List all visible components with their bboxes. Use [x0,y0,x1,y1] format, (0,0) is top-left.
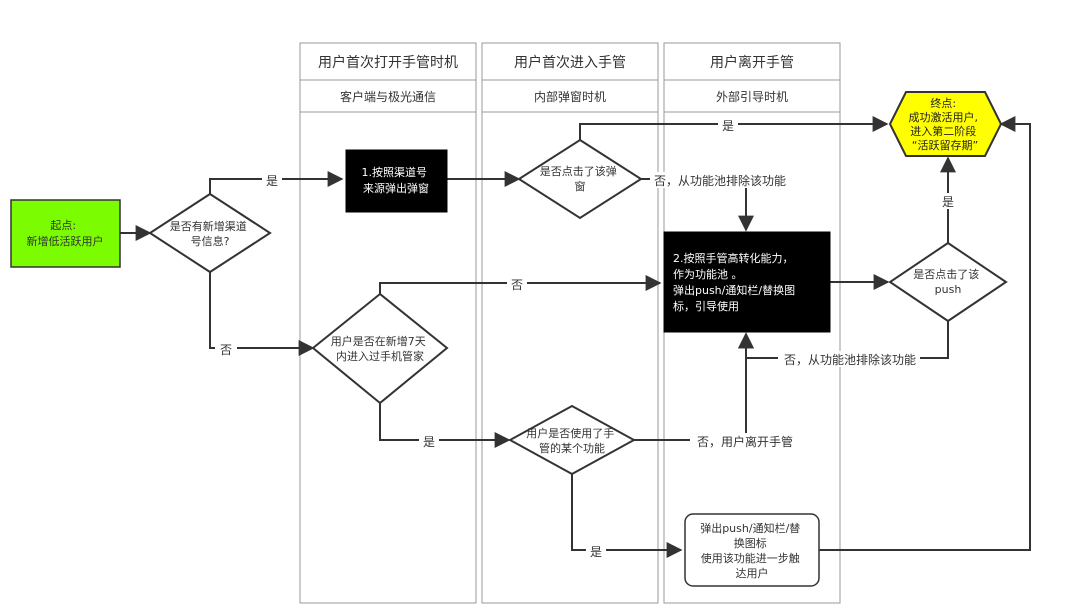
channel-popup-line-2: 来源弹出弹窗 [363,181,429,195]
label-yes-push: 是 [942,195,954,209]
edge-q1-yes [209,171,344,194]
label-yes-7days: 是 [423,435,435,449]
edge-q4-yes [379,403,511,448]
svg-text:用户是否使用了手 管的某个功能: 用户是否使用了手 管的某个功能 [526,426,618,455]
label-no-push: 否，从功能池排除该功能 [784,352,916,367]
end-line-3: 进入第二阶段 [910,124,976,138]
node-pool: 2.按照手管高转化能力， 作为功能池 。 弹出push/通知栏/替换图 标，引导… [663,231,831,333]
channel-popup-line-1: 1.按照渠道号 [362,165,428,179]
lane-2-title: 用户首次进入手管 [514,54,626,71]
label-no-leave: 否，用户离开手管 [697,434,793,449]
node-push-feature: 弹出push/通知栏/替 换图标 使用该功能进一步触 达用户 [684,513,820,587]
node-start: 起点: 新增低活跃用户 [10,199,121,268]
q-click-popup-line-1: 是否点击了该弹 [540,164,617,178]
end-line-4: “活跃留存期” [912,138,978,152]
svg-text:2.按照手管高转化能力， 作为功能池 。: 2.按照手管高转化能力， 作为功能池 。 弹出push/通知栏/替换图 标，引导… [673,251,799,313]
q-new-channel-line-1: 是否有新增渠道 [170,219,247,233]
q-used-feature-line-2: 管的某个功能 [539,441,605,455]
label-no-7days: 否 [220,343,232,357]
end-line-1: 终点: [930,96,956,110]
node-end: 终点: 成功激活用户, 进入第二阶段 “活跃留存期” [888,91,1003,157]
push-feature-line-3: 使用该功能进一步触 [701,551,800,565]
svg-text:是否点击了该 push: 是否点击了该 push [913,267,983,296]
label-yes-channel: 是 [266,174,278,188]
q-7days-line-1: 用户是否在新增7天 [331,334,426,348]
push-feature-line-2: 换图标 [734,536,767,550]
pool-line-1: 2.按照手管高转化能力， [673,251,794,265]
label-yes-to-end: 是 [722,119,734,133]
lane-2: 用户首次进入手管 内部弹窗时机 [481,42,659,604]
edge-q4-no [379,275,662,294]
node-channel-popup: 1.按照渠道号 来源弹出弹窗 [345,149,448,213]
lane-3-subtitle: 外部引导时机 [716,89,788,104]
start-line-1: 起点: [50,219,76,232]
lane-1-subtitle: 客户端与极光通信 [340,89,436,104]
node-q-click-push: 是否点击了该 push [888,241,1008,323]
label-no-to-pool: 否 [511,278,523,292]
svg-text:弹出push/通知栏/替 换图标 使: 弹出push/通知栏/替 换图标 使用该功能进一步触 达用户 [700,521,804,580]
q-click-push-line-2: push [935,283,962,296]
svg-text:终点: 成功激活用户, 进入第二阶段: 终点: 成功激活用户, 进入第二阶段 “活跃留存期” [909,96,982,152]
push-feature-line-4: 达用户 [736,566,769,580]
pool-line-2: 作为功能池 。 [673,267,743,281]
push-feature-line-1: 弹出push/通知栏/替 [700,521,800,535]
svg-text:用户是否在新增7天 内进入过手机管家: 用户是否在新增7天 内进入过手机管家 [331,334,430,363]
edge-q5-yes [571,474,683,558]
edge-push-to-end [819,116,1031,551]
edge-q2-yes [579,116,889,140]
q-click-popup-line-2: 窗 [575,179,586,193]
q-used-feature-line-1: 用户是否使用了手 [526,426,614,440]
node-q-used-feature: 用户是否使用了手 管的某个功能 [507,404,637,476]
label-yes-used: 是 [590,545,602,559]
label-no-popup: 否，从功能池排除该功能 [654,173,786,188]
q-7days-line-2: 内进入过手机管家 [336,349,424,363]
end-line-2: 成功激活用户, [909,110,979,124]
lane-1-title: 用户首次打开手管时机 [318,54,458,71]
start-line-2: 新增低活跃用户 [27,234,104,248]
svg-text:1.按照渠道号 来源弹出弹窗: 1.按照渠道号 来源弹出弹窗 [362,165,431,195]
node-q-click-popup: 是否点击了该弹 窗 [517,138,643,220]
svg-text:是否点击了该弹 窗: 是否点击了该弹 窗 [540,164,621,193]
node-q-new-channel: 是否有新增渠道 号信息? [148,192,272,274]
q-new-channel-line-2: 号信息? [191,234,230,248]
lane-3: 用户离开手管 外部引导时机 [663,42,841,604]
edge-q5-no [634,332,754,441]
svg-text:起点: 新增低活跃用户: 起点: 新增低活跃用户 [27,219,104,248]
pool-line-4: 标，引导使用 [673,299,739,313]
edge-q1-no [209,272,315,356]
node-q-7days: 用户是否在新增7天 内进入过手机管家 [311,292,449,405]
q-click-push-line-1: 是否点击了该 [913,267,979,281]
lane-1: 用户首次打开手管时机 客户端与极光通信 [299,42,477,604]
lane-2-subtitle: 内部弹窗时机 [534,89,606,104]
pool-line-3: 弹出push/通知栏/替换图 [673,283,795,297]
svg-text:是否有新增渠道 号信息?: 是否有新增渠道 号信息? [170,219,251,248]
lane-3-title: 用户离开手管 [710,54,794,71]
